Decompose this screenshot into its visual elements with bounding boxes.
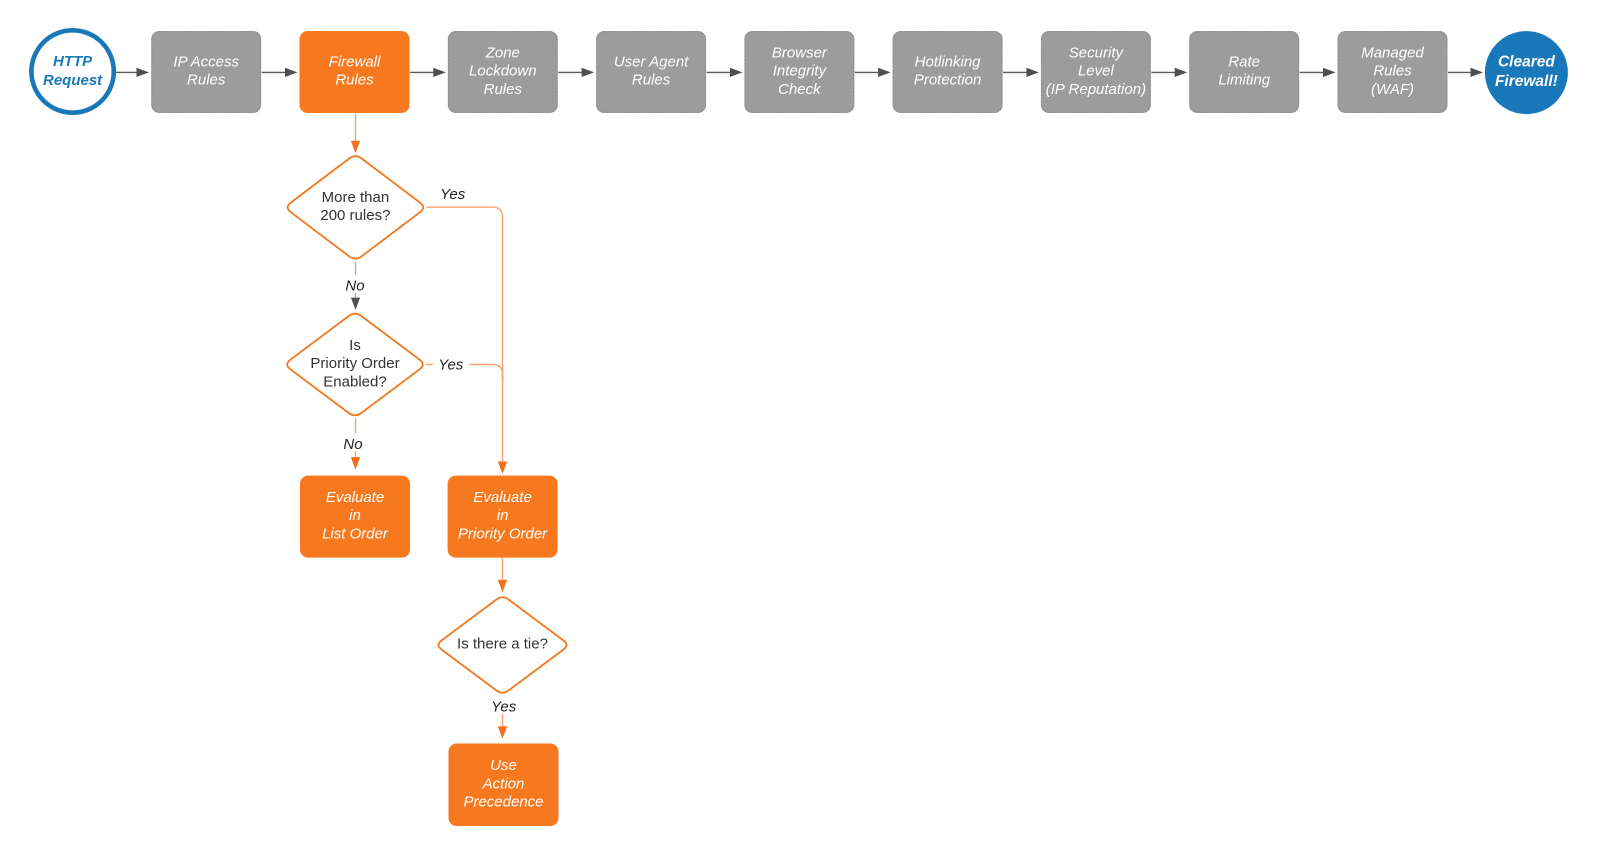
- svg-text:Cleared: Cleared: [1498, 53, 1555, 70]
- svg-text:No: No: [345, 277, 364, 294]
- svg-text:Zone: Zone: [485, 44, 520, 61]
- svg-text:Use: Use: [490, 757, 517, 774]
- svg-text:Rules: Rules: [632, 72, 671, 89]
- svg-text:Evaluate: Evaluate: [326, 489, 384, 506]
- svg-text:More than: More than: [322, 189, 390, 206]
- svg-text:List Order: List Order: [322, 525, 389, 542]
- svg-text:Rules: Rules: [335, 72, 374, 89]
- svg-text:Security: Security: [1069, 44, 1125, 61]
- svg-text:in: in: [497, 507, 509, 524]
- svg-text:Rate: Rate: [1228, 54, 1260, 71]
- svg-text:Check: Check: [778, 81, 822, 98]
- svg-text:Limiting: Limiting: [1218, 72, 1270, 89]
- svg-text:Enabled?: Enabled?: [323, 373, 386, 390]
- svg-text:HTTP: HTTP: [53, 53, 93, 70]
- svg-text:Lockdown: Lockdown: [469, 63, 537, 80]
- svg-text:(WAF): (WAF): [1371, 81, 1414, 98]
- svg-text:No: No: [343, 436, 362, 453]
- svg-text:Browser: Browser: [772, 44, 828, 61]
- svg-text:IP Access: IP Access: [173, 54, 239, 71]
- svg-text:Priority Order: Priority Order: [458, 525, 548, 542]
- svg-text:Level: Level: [1078, 63, 1115, 80]
- svg-text:Rules: Rules: [187, 72, 226, 89]
- svg-text:in: in: [349, 507, 361, 524]
- svg-text:Is: Is: [349, 337, 361, 354]
- svg-text:Firewall: Firewall: [329, 54, 381, 71]
- svg-text:Evaluate: Evaluate: [473, 489, 531, 506]
- svg-text:Yes: Yes: [491, 698, 517, 715]
- svg-text:Integrity: Integrity: [773, 63, 828, 80]
- svg-text:Yes: Yes: [438, 356, 464, 373]
- svg-text:Yes: Yes: [440, 186, 466, 203]
- svg-text:Managed: Managed: [1361, 44, 1424, 61]
- svg-text:Hotlinking: Hotlinking: [915, 54, 982, 71]
- svg-text:(IP Reputation): (IP Reputation): [1046, 81, 1146, 98]
- svg-text:Rules: Rules: [484, 81, 523, 98]
- svg-text:Action: Action: [482, 775, 525, 792]
- svg-text:200 rules?: 200 rules?: [320, 207, 390, 224]
- svg-text:Request: Request: [43, 72, 103, 89]
- svg-text:Precedence: Precedence: [463, 794, 543, 811]
- svg-text:Rules: Rules: [1373, 63, 1412, 80]
- svg-text:Is there a tie?: Is there a tie?: [457, 636, 548, 653]
- svg-text:Priority Order: Priority Order: [310, 355, 399, 372]
- svg-text:Protection: Protection: [914, 72, 982, 89]
- svg-text:User Agent: User Agent: [614, 54, 689, 71]
- svg-text:Firewall!: Firewall!: [1495, 73, 1558, 90]
